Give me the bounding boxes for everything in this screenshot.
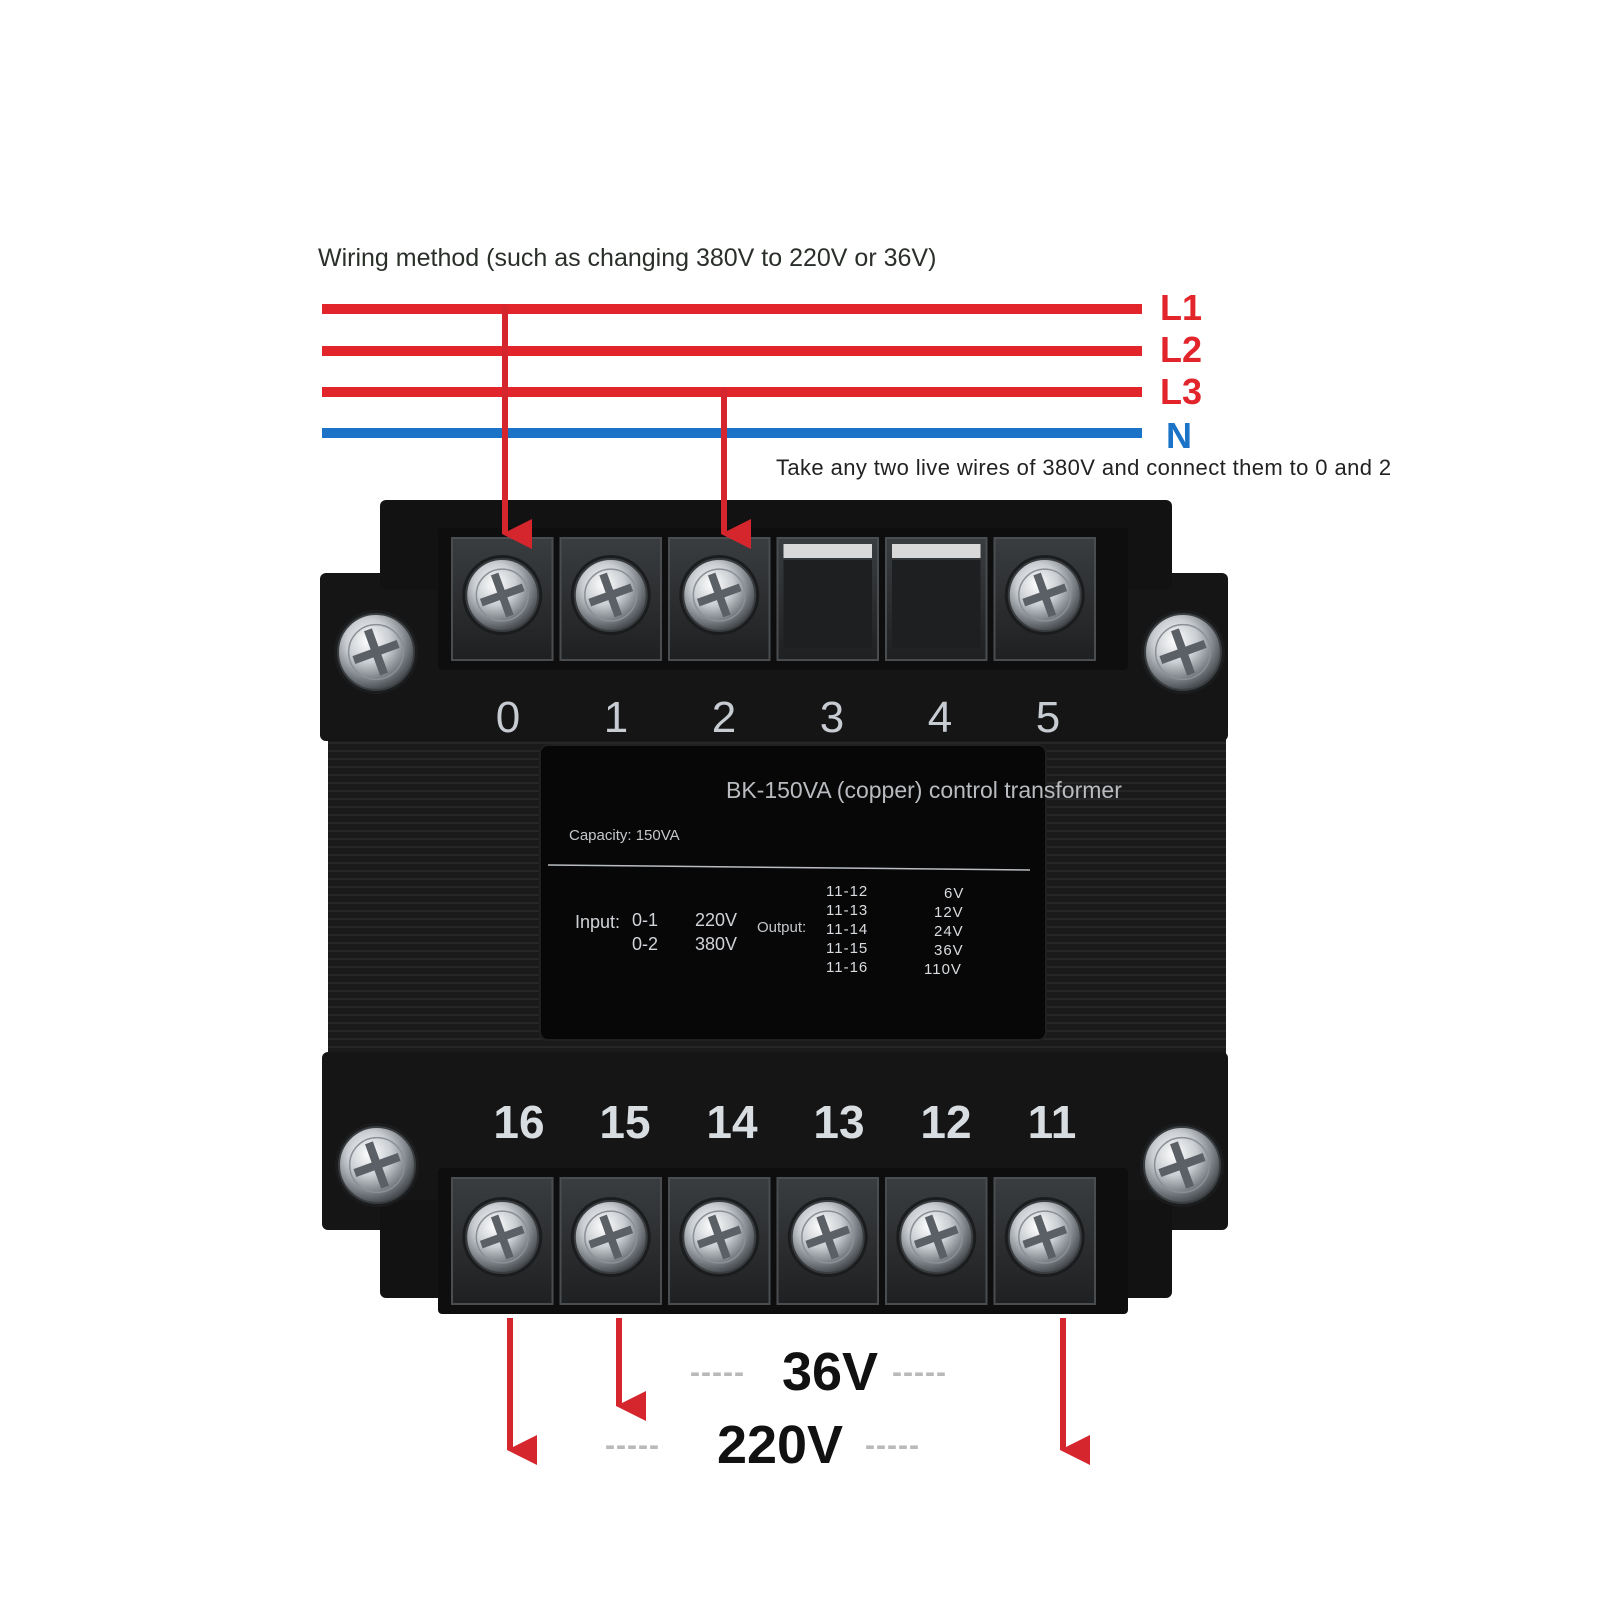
top-terminal-2[interactable]: [668, 537, 771, 661]
junction-l1: [501, 305, 509, 313]
junction-l3: [720, 388, 728, 396]
bottom-terminal-16-label: 16: [493, 1096, 544, 1148]
bottom-terminal-13-label: 13: [813, 1096, 864, 1148]
top-terminal-block: [438, 528, 1128, 670]
bottom-terminal-16[interactable]: [451, 1177, 554, 1305]
top-terminal-4-label: 4: [928, 693, 952, 742]
output-voltage-1: 6V: [944, 885, 964, 902]
top-terminal-5-label: 5: [1036, 693, 1060, 742]
wire-l2: [322, 346, 1142, 356]
top-terminal-3-label: 3: [820, 693, 844, 742]
label-l2: L2: [1160, 329, 1202, 370]
output-label: Output:: [757, 919, 806, 936]
mount-screw-bottom-left-icon: [335, 1123, 419, 1207]
top-terminal-2-label: 2: [712, 693, 736, 742]
input-voltage-1: 220V: [695, 910, 737, 930]
output-pins-2: 11-13: [826, 902, 868, 919]
input-pins-2: 0-2: [632, 934, 658, 954]
mount-screw-bottom-right-icon: [1140, 1123, 1224, 1207]
bottom-terminal-11-screw-icon: [1004, 1197, 1085, 1277]
mounting-screws: [334, 610, 1225, 1207]
dash-36v-left: -----: [690, 1356, 745, 1389]
bottom-terminal-block: [438, 1168, 1128, 1314]
output-voltage-2: 12V: [934, 904, 964, 921]
bottom-terminal-13-screw-icon: [787, 1197, 868, 1277]
top-terminal-1-label: 1: [604, 693, 628, 742]
wire-l1: [322, 304, 1142, 314]
dash-36v-right: -----: [892, 1356, 947, 1389]
diagram-title: Wiring method (such as changing 380V to …: [318, 244, 936, 272]
label-l1: L1: [1160, 287, 1202, 328]
output-220v-label: 220V: [717, 1415, 843, 1475]
bottom-terminal-16-screw-icon: [462, 1197, 543, 1277]
bottom-terminal-14[interactable]: [668, 1177, 771, 1305]
output-pins-1: 11-12: [826, 883, 868, 900]
top-terminal-1-screw-icon: [570, 555, 651, 635]
nameplate-text: BK-150VA (copper) control transformer Ca…: [569, 777, 1122, 978]
bottom-terminal-14-label: 14: [706, 1096, 758, 1148]
dash-220v-right: -----: [865, 1429, 920, 1462]
top-terminal-0-screw-icon: [462, 555, 543, 635]
output-36v-label: 36V: [782, 1342, 878, 1402]
top-terminal-0-label: 0: [496, 693, 520, 742]
input-pins-1: 0-1: [632, 910, 658, 930]
output-connections: [507, 1318, 1090, 1465]
input-voltage-2: 380V: [695, 934, 737, 954]
top-terminal-2-screw-icon: [679, 555, 760, 635]
top-terminal-numbers: 0 1 2 3 4 5: [496, 693, 1060, 742]
bottom-terminal-15-screw-icon: [570, 1197, 651, 1277]
output-voltage-5: 110V: [924, 961, 962, 978]
bottom-terminal-12[interactable]: [885, 1177, 988, 1305]
bottom-terminal-11[interactable]: [993, 1177, 1096, 1305]
wire-l3: [322, 387, 1142, 397]
bottom-terminal-13[interactable]: [776, 1177, 879, 1305]
output-voltage-4: 36V: [934, 942, 964, 959]
input-label: Input:: [575, 912, 620, 932]
mount-screw-top-right-icon: [1141, 610, 1225, 694]
transformer-body: [320, 500, 1228, 1298]
wiring-instruction: Take any two live wires of 380V and conn…: [776, 455, 1392, 480]
bottom-terminal-12-screw-icon: [896, 1197, 977, 1277]
top-terminal-4[interactable]: [885, 537, 988, 661]
bottom-terminal-11-label: 11: [1028, 1096, 1077, 1148]
mount-screw-top-left-icon: [334, 610, 418, 694]
top-terminal-0[interactable]: [451, 537, 554, 661]
dash-220v-left: -----: [605, 1429, 660, 1462]
top-terminal-5[interactable]: [993, 537, 1096, 661]
bottom-terminal-12-label: 12: [920, 1096, 971, 1148]
nameplate-divider: [547, 864, 1031, 871]
output-pins-4: 11-15: [826, 940, 868, 957]
bottom-terminal-15[interactable]: [559, 1177, 662, 1305]
top-terminal-1[interactable]: [559, 537, 662, 661]
nameplate-title: BK-150VA (copper) control transformer: [726, 777, 1122, 803]
output-voltage-3: 24V: [934, 923, 964, 940]
bottom-terminal-14-screw-icon: [679, 1197, 760, 1277]
output-pins-3: 11-14: [826, 921, 868, 938]
output-pins-5: 11-16: [826, 959, 868, 976]
nameplate-capacity: Capacity: 150VA: [569, 827, 680, 844]
bottom-terminal-numbers: 16 15 14 13 12 11: [493, 1096, 1076, 1148]
nameplate: [540, 745, 1046, 1040]
output-voltages: ----- 36V ----- ----- 220V -----: [605, 1342, 947, 1475]
wire-n: [322, 428, 1142, 438]
bottom-terminal-15-label: 15: [599, 1096, 650, 1148]
top-terminal-3[interactable]: [776, 537, 879, 661]
label-n: N: [1166, 415, 1192, 456]
top-terminal-5-screw-icon: [1004, 555, 1085, 635]
input-connections: [501, 305, 751, 549]
supply-lines: L1 L2 L3 N: [322, 287, 1202, 456]
label-l3: L3: [1160, 371, 1202, 412]
